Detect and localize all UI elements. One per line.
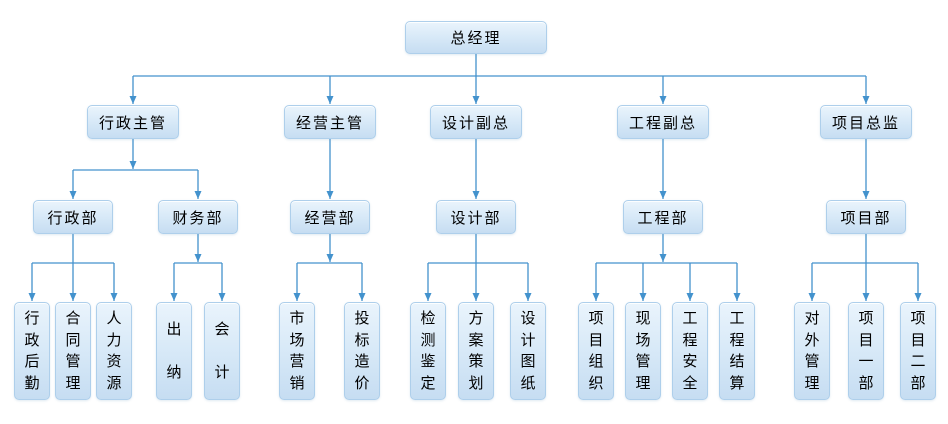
node-design-vp: 设计副总: [430, 105, 522, 139]
node-team-human-resources: 人力资源: [96, 302, 132, 400]
node-design-dept: 设计部: [436, 200, 516, 234]
node-team-accounting: 会计: [204, 302, 240, 400]
node-team-bidding-cost: 投标造价: [344, 302, 380, 400]
node-team-contract-management: 合同管理: [55, 302, 91, 400]
node-project-director: 项目总监: [820, 105, 912, 139]
node-team-project-dept-1: 项目一部: [848, 302, 884, 400]
node-project-dept: 项目部: [826, 200, 906, 234]
node-finance-dept: 财务部: [158, 200, 238, 234]
node-admin-supervisor: 行政主管: [87, 105, 179, 139]
node-admin-dept: 行政部: [33, 200, 113, 234]
node-team-admin-logistics: 行政后勤: [14, 302, 50, 400]
node-engineering-dept: 工程部: [623, 200, 703, 234]
node-team-cashier: 出纳: [156, 302, 192, 400]
node-team-project-dept-2: 项目二部: [900, 302, 936, 400]
node-team-scheme-planning: 方案策划: [458, 302, 494, 400]
node-operations-supervisor: 经营主管: [284, 105, 376, 139]
node-operations-dept: 经营部: [290, 200, 370, 234]
node-team-engineering-safety: 工程安全: [672, 302, 708, 400]
node-team-site-management: 现场管理: [625, 302, 661, 400]
node-engineering-vp: 工程副总: [617, 105, 709, 139]
node-team-design-drawings: 设计图纸: [510, 302, 546, 400]
node-team-engineering-settlement: 工程结算: [719, 302, 755, 400]
node-team-project-organization: 项目组织: [578, 302, 614, 400]
node-team-marketing: 市场营销: [279, 302, 315, 400]
node-team-external-management: 对外管理: [794, 302, 830, 400]
node-team-inspection-appraisal: 检测鉴定: [410, 302, 446, 400]
node-general-manager: 总经理: [405, 21, 547, 54]
